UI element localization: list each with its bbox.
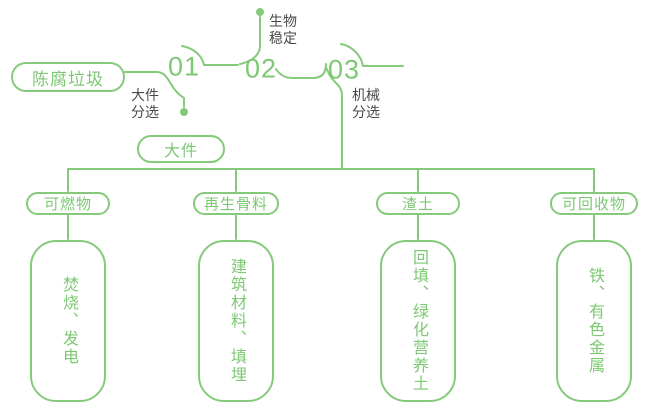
connector-source-to-bulky [124,71,185,108]
bulky-output-label: 大件 [163,143,198,160]
category-slag-soil: 渣土 [376,192,460,215]
category-combustibles-label: 可燃物 [43,196,92,213]
category-recyclables: 可回收物 [550,192,638,215]
category-recycled-aggregate-label: 再生骨料 [203,196,268,213]
step-number-01: 01 [167,51,201,82]
detail-recycled-aggregate-text: 建筑材料、填埋 [228,258,245,384]
connector-02-to-03 [275,63,327,79]
category-to-box-stubs [67,214,595,240]
connector-03-drop [326,68,343,170]
detail-box-combustibles: 焚烧、发电 [30,240,106,402]
step-number-02: 02 [244,53,278,84]
step-label-biological-stabilization: 生物稳定 [269,13,297,46]
detail-box-slag-soil: 回填、绿化营养土 [380,240,456,402]
connector-03-tail [340,43,404,67]
step-label-mechanical-sorting: 机械分选 [352,87,380,120]
bulky-branch-dot [180,108,188,116]
category-recyclables-label: 可回收物 [561,196,626,213]
detail-combustibles-text: 焚烧、发电 [60,276,77,366]
detail-box-recyclables: 铁、有色金属 [556,240,632,402]
category-recycled-aggregate: 再生骨料 [193,192,279,215]
detail-box-recycled-aggregate: 建筑材料、填埋 [198,240,274,402]
connector-01-to-02 [181,45,239,66]
source-node: 陈腐垃圾 [11,62,125,92]
connector-02-to-biostable [239,16,261,65]
category-combustibles: 可燃物 [26,192,110,215]
distribution-line [67,168,595,192]
source-label: 陈腐垃圾 [32,69,104,89]
step-number-03: 03 [327,54,361,85]
bulky-output-node: 大件 [137,135,225,163]
detail-recyclables-text: 铁、有色金属 [586,267,603,375]
detail-slag-soil-text: 回填、绿化营养土 [410,249,427,393]
category-slag-soil-label: 渣土 [401,196,434,213]
step-label-bulky-sorting: 大件分选 [131,87,159,120]
biostable-branch-dot [256,8,264,16]
